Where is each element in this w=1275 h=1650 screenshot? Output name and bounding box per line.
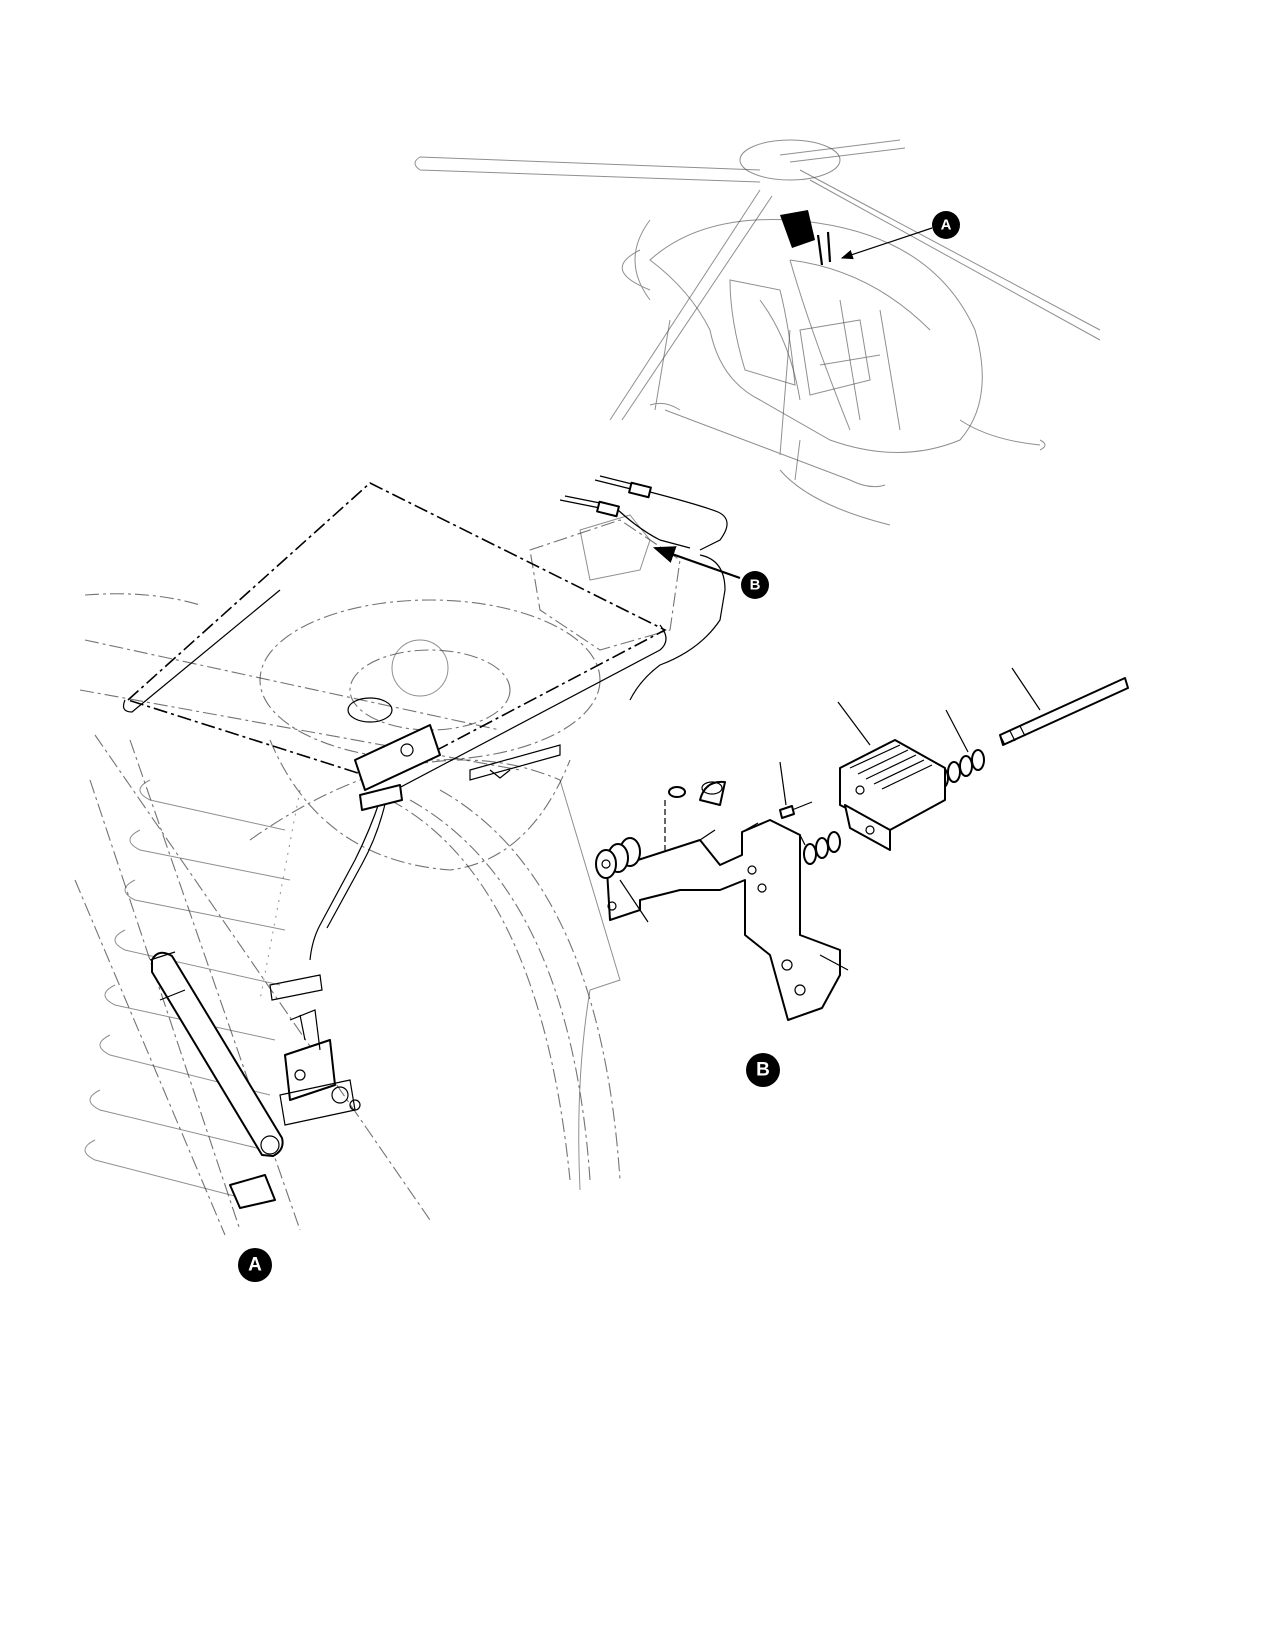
callout-a-leader [840,227,933,260]
rotor-blade-front [609,189,773,421]
spacer-stack-left [595,837,649,923]
deck-side-rail [122,589,667,799]
rotor-blade-left [414,156,761,183]
detail-a-view: B A [74,475,769,1282]
upper-gearbox-phantom [529,519,681,651]
bulkhead-panel [559,779,621,1191]
cabin-frame [759,259,931,431]
skid-front-right [959,419,1046,451]
transmission-ring-phantom [349,649,511,731]
long-bolt [999,667,1129,746]
callout-b-detail-a: B [741,571,769,599]
actuator-assembly [269,974,361,1126]
foot-step [229,1174,276,1209]
rivet-line [259,789,301,1001]
deck-bracket-right [469,744,561,781]
deck-mount-bracket [354,724,441,791]
callout-b-detail-a-label: B [750,577,761,594]
upper-pump-block [579,514,651,581]
callout-a-detail-label: A [248,1255,262,1276]
rotor-blade-back [779,139,906,163]
louver-slots [84,779,291,1201]
component-highlight-lines [816,231,832,266]
skid-right [779,439,891,526]
callout-a-overview-label: A [941,217,952,234]
stud-and-washer [664,780,726,870]
fuselage-outline [649,219,983,453]
callout-a-detail: A [238,1248,272,1282]
bulkhead-arcs [249,759,621,1181]
cable-tee-fitting [359,784,403,811]
control-cable-line [309,799,387,961]
transmission-fitting [347,697,393,723]
deck-plate-phantom [126,482,667,781]
rotor-hub [739,139,841,181]
upper-fittings [559,475,728,701]
transmission-lower-phantom [269,739,571,871]
mounting-bracket [606,819,849,1021]
callout-b-detail: B [746,1053,780,1087]
seat-block [799,319,881,396]
callout-b-leader [652,546,741,580]
deck-mount-hole [400,743,414,757]
rotor-blade-right [799,169,1101,341]
skid-left [649,319,886,488]
callout-b-detail-label: B [756,1060,770,1081]
fuselage-frame-phantom [79,593,521,1231]
fuselage-tail [621,219,651,301]
callout-a-overview: A [932,211,960,239]
door-frame [729,279,796,386]
actuator-body [837,701,946,851]
control-lever [149,951,284,1157]
detail-b-view: B [595,667,1129,1087]
small-screw [779,761,813,819]
transmission-port [391,639,449,697]
louver-panel-phantom [74,779,241,1236]
helicopter-overview: A [414,139,1101,526]
component-highlight-block [780,210,815,248]
washer-stack-lower [803,831,841,865]
